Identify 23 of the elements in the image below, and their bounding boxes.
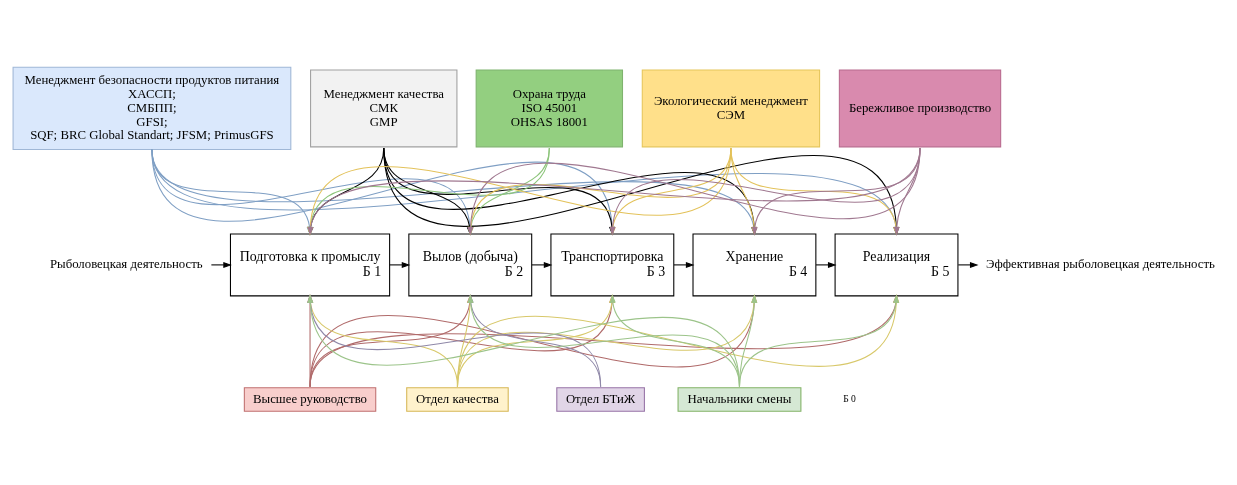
- arrow: [389, 261, 411, 268]
- node-box: Менеджмент качества СМК GMP: [310, 68, 458, 147]
- node-box: Отдел качества: [406, 386, 509, 412]
- arrow: [673, 261, 695, 268]
- node-box: Транспортировка Б 3: [550, 232, 675, 296]
- node-box: Начальники смены: [677, 386, 802, 412]
- node-box: Реализация Б 5: [834, 232, 959, 296]
- node-box: Вылов (добыча) Б 2: [408, 232, 533, 296]
- node-box: Хранение Б 4: [692, 232, 817, 296]
- node-box: Высшее руководство: [243, 386, 377, 412]
- node-box: Подготовка к промыслу Б 1: [229, 232, 391, 296]
- label: Б 0: [843, 392, 856, 404]
- node-box: Отдел БТиЖ: [556, 386, 645, 412]
- node-box: Охрана труда ISO 45001 OHSAS 18001: [475, 68, 624, 147]
- node-text: Эффективная рыболовецкая деятельность: [986, 256, 1215, 271]
- arrow: [210, 261, 232, 268]
- node-box: Экологический менеджмент СЭМ: [641, 68, 821, 147]
- arrow: [531, 261, 553, 268]
- node-text: Рыболовецкая деятельность: [49, 256, 203, 271]
- arrow: [957, 261, 979, 268]
- node-box: Менеджмент безопасности продуктов питания ХАССП; СМБПП; GFSI; SQF; BRC Global Standart; JFSM; PrimusGFS: [12, 66, 292, 150]
- node-box: Бережливое производство: [838, 68, 1002, 147]
- arrow: [815, 261, 837, 268]
